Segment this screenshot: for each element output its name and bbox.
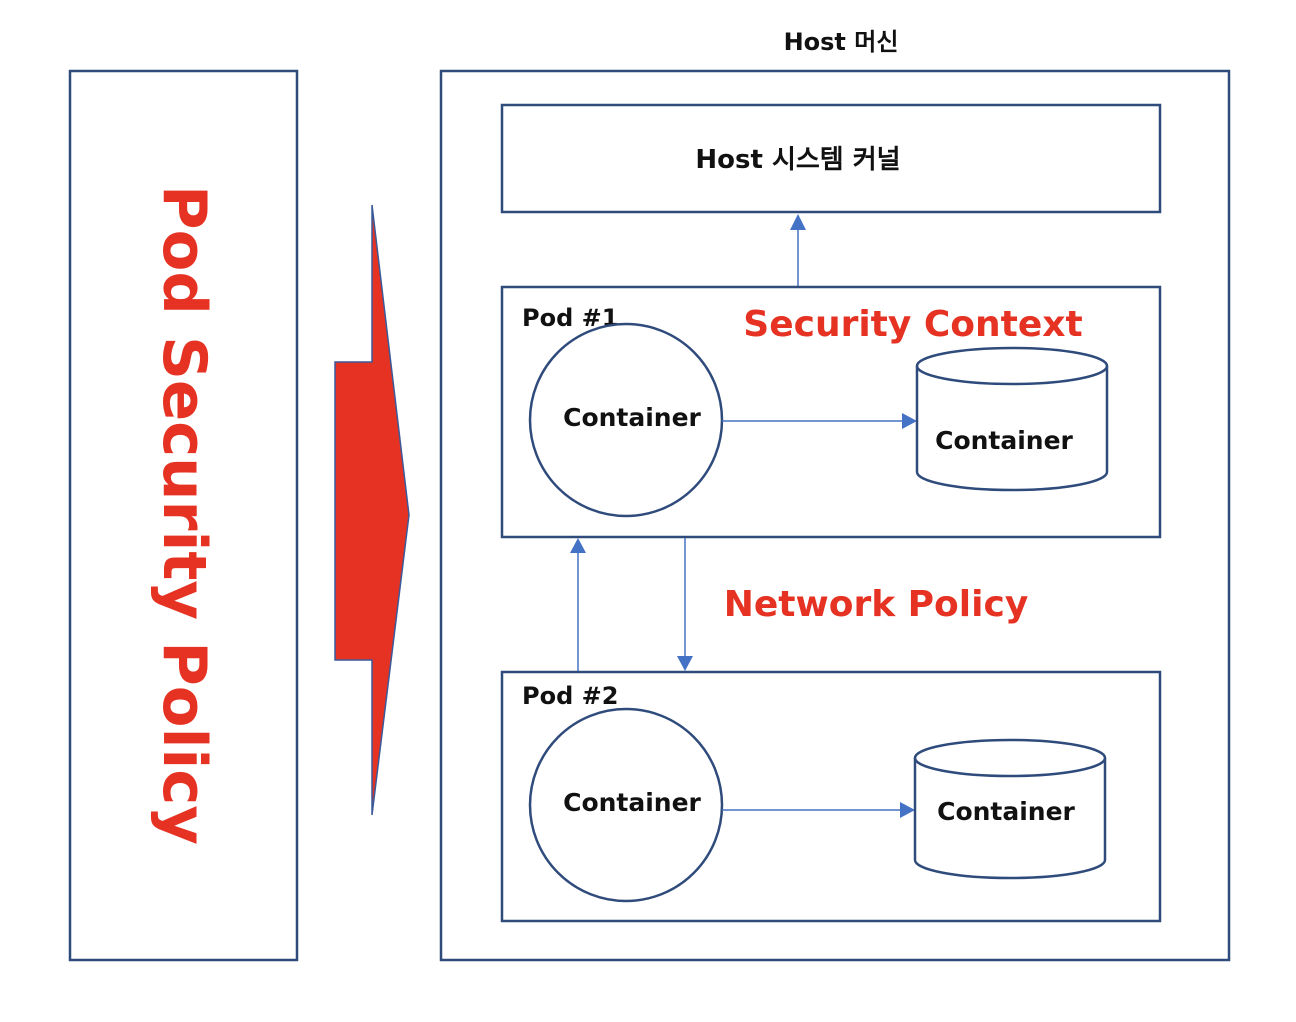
pod2-container-arrowhead <box>900 802 915 818</box>
pod1-container-circle <box>528 322 724 518</box>
host-kernel-box <box>500 103 1162 214</box>
host-title: Host 머신 <box>784 28 899 56</box>
pod1-container-cylinder <box>915 346 1109 492</box>
pod2-to-pod1-arrowhead <box>570 538 586 553</box>
policy-arrow <box>334 204 410 816</box>
host-kernel-label: Host 시스템 커널 <box>695 145 900 175</box>
pod2-container-circle-label: Container <box>563 788 701 817</box>
pod1-to-pod2-arrowhead <box>677 656 693 671</box>
pod1-container-cylinder-label: Container <box>935 426 1073 455</box>
pod2-label: Pod #2 <box>522 682 618 710</box>
policy-panel <box>68 69 299 962</box>
pod1-container-circle-label: Container <box>563 403 701 432</box>
pod2-container-cylinder-label: Container <box>937 797 1075 826</box>
network-policy-label: Network Policy <box>724 584 1029 625</box>
policy-panel-label: Pod Security Policy <box>149 185 219 845</box>
pod2-container-circle <box>528 707 724 903</box>
security-context-label: Security Context <box>743 304 1082 345</box>
pod2-container-cylinder <box>913 738 1107 880</box>
pod1-to-kernel-arrowhead <box>790 214 806 230</box>
pod1-container-arrowhead <box>902 413 917 429</box>
